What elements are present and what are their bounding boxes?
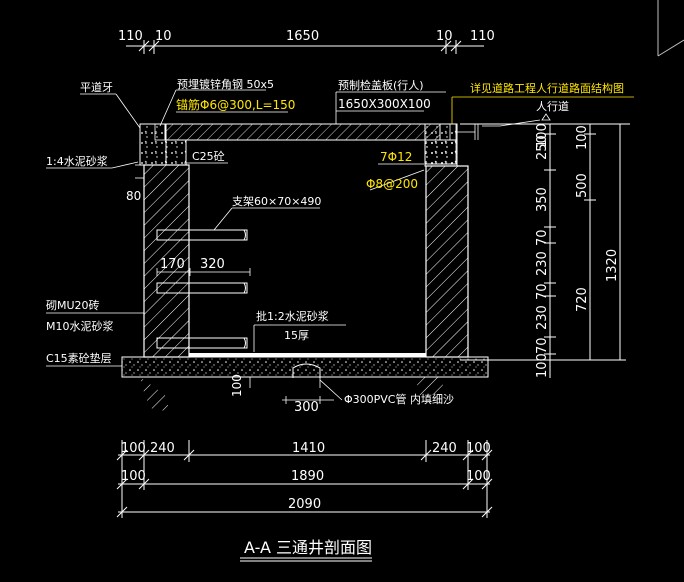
top-dim-5: 110: [470, 29, 495, 44]
cover-plate: [139, 119, 541, 166]
pipe: [282, 363, 334, 404]
bottom-dim-2: 240: [150, 441, 175, 456]
label-sidewalk: 人行道: [536, 99, 569, 113]
top-dim-2: 10: [155, 29, 172, 44]
title-block: A-A 三通井剖面图: [240, 538, 372, 562]
label-brick: 砌MU20砖: [46, 298, 100, 312]
bottom-dim-8: 100: [466, 469, 491, 484]
bottom-dim-5: 100: [466, 441, 491, 456]
label-rebar-7: 7Φ12: [380, 150, 412, 164]
label-dim-300: 300: [294, 400, 319, 415]
top-dim-4: 10: [436, 29, 453, 44]
right-dim-8: 70: [535, 337, 550, 354]
bottom-dimensions: 100 240 1410 240 100 100 1890 100 2090: [116, 440, 493, 518]
label-embedded-steel: 预埋镀锌角钢 50x5: [177, 77, 274, 91]
label-stirrup: Φ8@200: [366, 177, 418, 191]
label-dim-100-v: 100: [230, 374, 244, 397]
left-wall: [135, 164, 190, 358]
bottom-dim-3: 1410: [292, 441, 325, 456]
right-dim-1: 100: [535, 353, 550, 378]
right-dim-9: 100: [535, 123, 550, 148]
label-pipe: Φ300PVC管 内填细沙: [344, 392, 454, 406]
label-road-note: 详见道路工程人行道路面结构图: [470, 81, 624, 95]
right-dim-6: 70: [535, 283, 550, 300]
right-outer-1: 1320: [605, 249, 620, 282]
label-cushion: C15素砼垫层: [46, 351, 112, 365]
bottom-dim-6: 100: [121, 469, 146, 484]
right-dim-2: 250: [535, 135, 550, 160]
label-cover-plate: 预制检盖板(行人): [338, 78, 424, 92]
right-mid-1: 100: [575, 125, 590, 150]
bottom-dim-1: 100: [121, 441, 146, 456]
label-bracket: 支架60×70×490: [232, 195, 321, 208]
annotations: 平道牙 预埋镀锌角钢 50x5 锚筋Φ6@300,L=150 预制检盖板(行人)…: [46, 77, 634, 415]
label-dim-80: 80: [126, 189, 141, 203]
right-dim-3: 350: [535, 187, 550, 212]
label-plaster: 批1:2水泥砂浆: [256, 309, 329, 323]
label-mortar-14: 1:4水泥砂浆: [46, 154, 108, 168]
top-dimension: 110 10 1650 10 110: [118, 29, 495, 54]
label-curb: 平道牙: [80, 80, 113, 94]
right-wall: [425, 165, 469, 358]
floor: [121, 353, 489, 412]
label-c25: C25砼: [192, 150, 225, 163]
bottom-dim-4: 240: [432, 441, 457, 456]
drawing-title: A-A 三通井剖面图: [244, 538, 372, 557]
label-cover-size: 1650X300X100: [338, 97, 431, 111]
bottom-dim-7: 1890: [291, 469, 324, 484]
label-anchor-bar: 锚筋Φ6@300,L=150: [176, 97, 295, 112]
bottom-dim-9: 2090: [288, 497, 321, 512]
label-mortar-m10: M10水泥砂浆: [46, 319, 114, 333]
right-dimensions: 100 250 350 70 230 70 230 70 100 100 500…: [460, 123, 630, 378]
right-dim-5: 230: [535, 251, 550, 276]
label-dim-170: 170: [160, 257, 185, 272]
brackets: [156, 229, 251, 349]
label-plaster-thk: 15厚: [284, 329, 309, 342]
right-dim-7: 230: [535, 305, 550, 330]
right-mid-2: 500: [575, 173, 590, 198]
frame-lines: [657, 0, 684, 57]
right-mid-3: 720: [575, 287, 590, 312]
ring-beams: [165, 139, 458, 167]
top-dim-3: 1650: [286, 29, 319, 44]
right-dim-4: 70: [535, 229, 550, 246]
top-dim-1: 110: [118, 29, 143, 44]
label-dim-320: 320: [200, 257, 225, 272]
